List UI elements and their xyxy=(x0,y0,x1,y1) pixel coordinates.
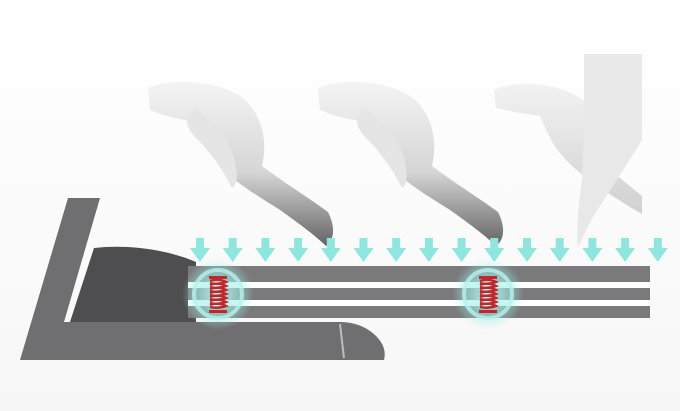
down-arrow-icon xyxy=(288,238,309,262)
down-arrow-icon xyxy=(190,238,210,262)
treadmill-deck xyxy=(188,266,650,318)
down-arrow-icon xyxy=(615,238,636,262)
down-arrow-icon xyxy=(320,238,341,262)
shock-spring-icon xyxy=(182,258,254,330)
down-arrow-icon xyxy=(647,238,668,262)
down-arrow-icon xyxy=(353,238,374,262)
down-arrow-icon xyxy=(222,238,243,262)
down-arrow-icon xyxy=(549,238,570,262)
down-arrow-icon xyxy=(386,238,407,262)
down-arrow-icon xyxy=(517,238,537,262)
running-legs-icon xyxy=(318,81,504,246)
running-legs-group xyxy=(148,54,642,248)
running-legs-icon xyxy=(148,81,334,246)
shock-spring-icon xyxy=(452,258,524,330)
running-legs-icon xyxy=(494,54,642,248)
down-arrow-icon xyxy=(451,238,472,262)
down-arrow-icon xyxy=(582,238,603,262)
impact-arrows xyxy=(190,238,668,262)
running-belt xyxy=(188,266,650,282)
down-arrow-icon xyxy=(418,238,439,262)
motor-hood xyxy=(70,246,196,322)
frame-body xyxy=(20,198,385,360)
deck-base xyxy=(188,306,650,318)
running-deck xyxy=(188,288,650,300)
treadmill-frame xyxy=(20,198,385,360)
down-arrow-icon xyxy=(255,238,276,262)
shock-absorbers xyxy=(182,258,524,330)
down-arrow-icon xyxy=(484,238,505,262)
frame-seam xyxy=(339,323,345,359)
deck-gap-bottom xyxy=(188,300,650,306)
deck-gap-top xyxy=(188,282,650,288)
